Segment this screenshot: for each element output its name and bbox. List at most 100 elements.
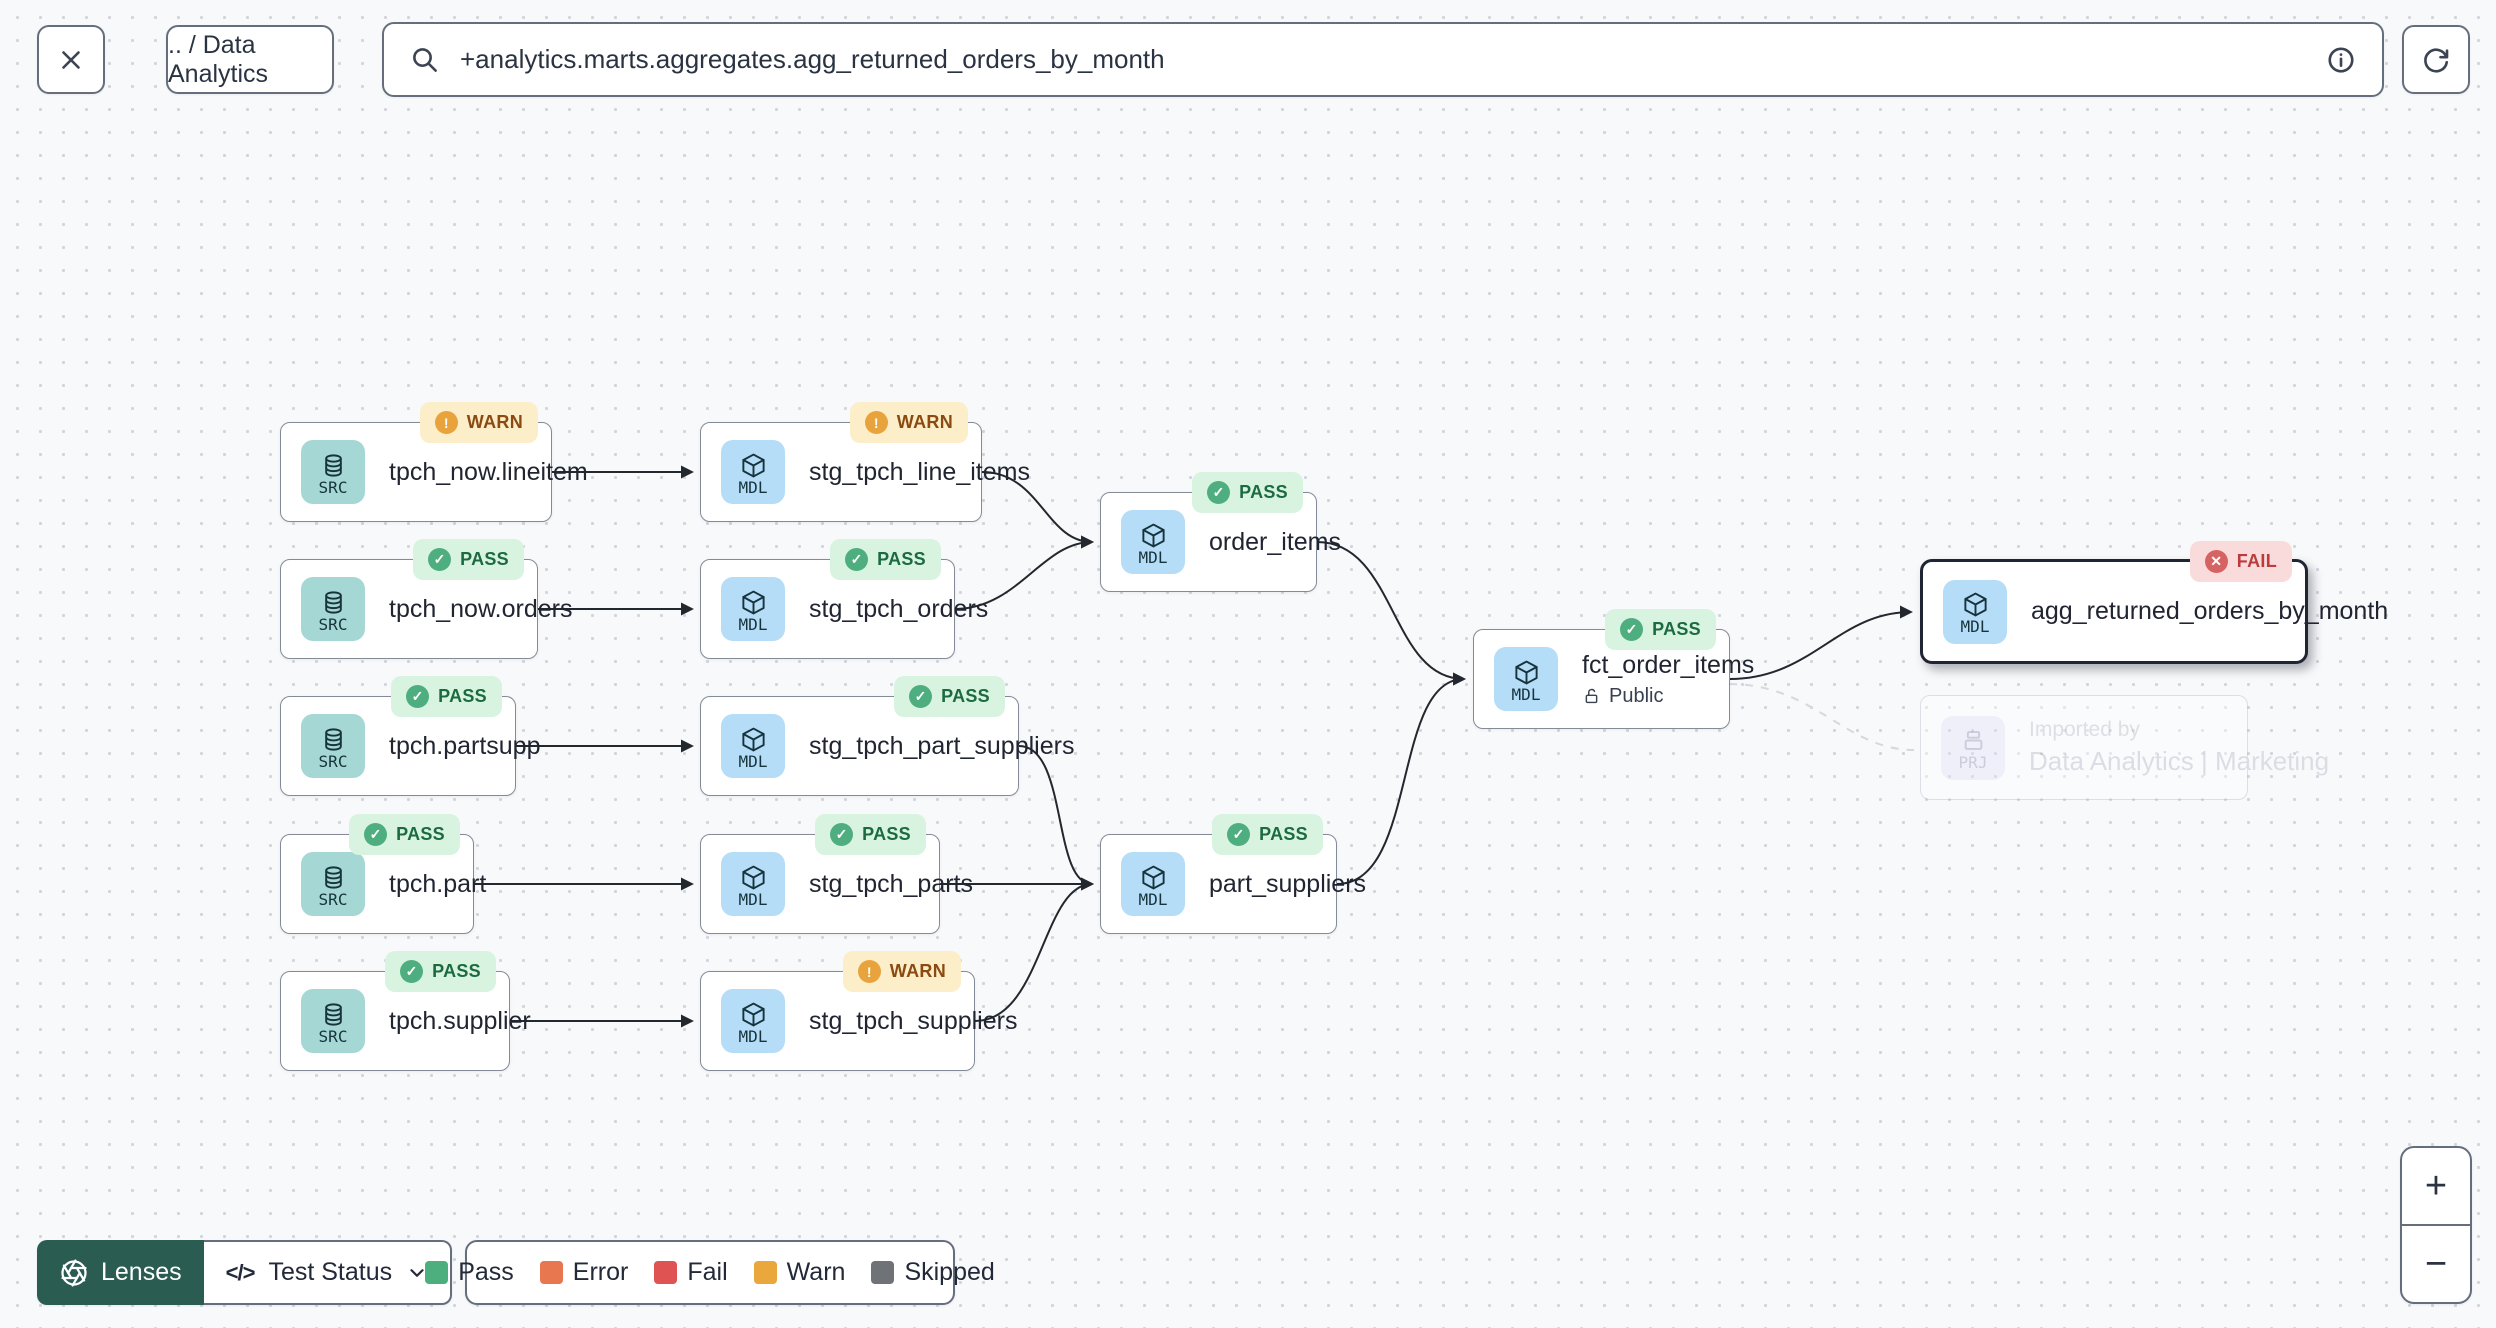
status-badge: ✓ PASS	[349, 814, 460, 855]
database-icon	[320, 864, 347, 891]
lens-selector[interactable]: </> Test Status	[203, 1240, 453, 1305]
node-stg-tpch-parts[interactable]: ✓ PASS MDL stg_tpch_parts	[700, 814, 973, 934]
badge-label: PASS	[396, 824, 445, 844]
legend-label: Skipped	[904, 1258, 995, 1286]
zoom-out-button[interactable]: −	[2424, 1242, 2448, 1285]
access-label: Public	[1609, 684, 1664, 707]
warn-icon: !	[864, 411, 888, 434]
legend-label: Pass	[458, 1258, 514, 1286]
model-type-chip: MDL	[1121, 510, 1185, 574]
node-label: stg_tpch_part_suppliers	[809, 731, 1075, 760]
status-badge: ✓ PASS	[1212, 814, 1323, 855]
status-badge: ! WARN	[419, 402, 538, 443]
badge-label: WARN	[896, 412, 953, 432]
pass-icon: ✓	[1620, 618, 1644, 641]
node-type-label: PRJ	[1958, 753, 1988, 772]
status-badge: ! WARN	[849, 402, 968, 443]
status-badge: ✓ PASS	[815, 814, 926, 855]
cube-icon	[740, 864, 767, 891]
node-imported-by-project[interactable]: PRJ Imported by Data Analytics | Marketi…	[1920, 695, 2329, 800]
search-input[interactable]: +analytics.marts.aggregates.agg_returned…	[460, 44, 1165, 74]
edge-fct-to-imported-project	[1728, 683, 1915, 751]
warn-icon: !	[857, 960, 881, 983]
pass-icon: ✓	[428, 548, 452, 571]
pass-icon: ✓	[406, 685, 430, 708]
node-stg-tpch-part-suppliers[interactable]: ✓ PASS MDL stg_tpch_part_suppliers	[700, 676, 1074, 796]
zoom-in-button[interactable]: +	[2402, 1148, 2470, 1226]
pass-icon: ✓	[364, 823, 388, 846]
node-agg-returned-orders-by-month[interactable]: ✕ FAIL MDL agg_returned_orders_by_month	[1920, 541, 2388, 664]
lens-selected-label: Test Status	[268, 1258, 393, 1286]
pass-icon: ✓	[830, 823, 854, 846]
node-label: stg_tpch_suppliers	[809, 1006, 1018, 1035]
node-label: fct_order_items	[1582, 650, 1755, 679]
badge-label: PASS	[862, 824, 911, 844]
legend-label: Fail	[687, 1258, 728, 1286]
lineage-search-bar[interactable]: +analytics.marts.aggregates.agg_returned…	[382, 22, 2384, 97]
node-type-label: MDL	[1138, 547, 1168, 567]
chevron-down-icon	[410, 1268, 424, 1277]
node-type-label: MDL	[738, 1026, 768, 1046]
skipped-swatch	[871, 1261, 895, 1284]
model-type-chip: MDL	[1121, 852, 1185, 916]
node-stg-tpch-orders[interactable]: ✓ PASS MDL stg_tpch_orders	[700, 539, 988, 659]
model-type-chip: MDL	[1494, 647, 1558, 711]
badge-label: PASS	[460, 549, 509, 569]
node-tpch-now-lineitem[interactable]: ! WARN SRC tpch_now.lineitem	[280, 402, 588, 522]
node-stg-tpch-suppliers[interactable]: ! WARN MDL stg_tpch_suppliers	[700, 951, 1017, 1071]
badge-label: PASS	[1652, 619, 1701, 639]
test-status-legend: Pass Error Fail Warn Skipped	[425, 1240, 995, 1305]
search-icon	[413, 47, 437, 72]
status-badge: ✓ PASS	[1192, 472, 1303, 513]
node-fct-order-items[interactable]: ✓ PASS MDL fct_order_items Public	[1473, 609, 1754, 729]
warn-icon: !	[434, 411, 458, 434]
node-stg-tpch-line-items[interactable]: ! WARN MDL stg_tpch_line_items	[700, 402, 1030, 522]
edge-stgpartsup-partsuppliers	[1018, 745, 1094, 891]
legend-label: Warn	[786, 1258, 846, 1286]
node-label: tpch_now.orders	[389, 594, 573, 623]
refresh-button[interactable]	[2402, 25, 2470, 94]
legend-item-pass: Pass	[425, 1258, 514, 1287]
code-icon: </>	[225, 1259, 256, 1285]
status-badge: ✓ PASS	[413, 539, 524, 580]
status-badge: ✓ PASS	[894, 676, 1005, 717]
breadcrumb-button[interactable]: .. / Data Analytics	[166, 25, 334, 94]
close-icon	[62, 50, 80, 69]
source-type-chip: SRC	[301, 714, 365, 778]
imported-by-projects: Data Analytics | Marketing	[2029, 746, 2330, 776]
node-tpch-supplier[interactable]: ✓ PASS SRC tpch.supplier	[280, 951, 531, 1071]
cube-icon	[740, 1001, 767, 1028]
info-icon[interactable]	[2326, 45, 2356, 75]
node-order-items[interactable]: ✓ PASS MDL order_items	[1100, 472, 1341, 592]
close-button[interactable]	[37, 25, 105, 94]
edge-orderitems-fct	[1316, 541, 1466, 686]
node-tpch-partsupp[interactable]: ✓ PASS SRC tpch.partsupp	[280, 676, 541, 796]
status-badge: ✓ PASS	[1605, 609, 1716, 650]
node-tpch-now-orders[interactable]: ✓ PASS SRC tpch_now.orders	[280, 539, 572, 659]
edge-fct-agg	[1729, 605, 1913, 680]
lenses-button[interactable]: Lenses	[37, 1240, 204, 1305]
pass-icon: ✓	[845, 548, 869, 571]
badge-label: PASS	[1259, 824, 1308, 844]
source-type-chip: SRC	[301, 577, 365, 641]
badge-label: WARN	[889, 961, 946, 981]
lenses-label: Lenses	[101, 1258, 182, 1286]
database-icon	[320, 726, 347, 753]
node-type-label: MDL	[738, 477, 768, 497]
node-type-label: MDL	[738, 889, 768, 909]
node-part-suppliers[interactable]: ✓ PASS MDL part_suppliers	[1100, 814, 1366, 934]
status-badge: ✓ PASS	[830, 539, 941, 580]
cube-icon	[740, 589, 767, 616]
status-badge: ! WARN	[842, 951, 961, 992]
edge-stgorders-orderitems	[954, 535, 1094, 610]
model-type-chip: MDL	[1943, 579, 2007, 644]
node-label: order_items	[1209, 527, 1341, 556]
badge-label: PASS	[941, 686, 990, 706]
node-label: part_suppliers	[1209, 869, 1367, 898]
node-tpch-part[interactable]: ✓ PASS SRC tpch.part	[280, 814, 486, 934]
warn-swatch	[753, 1261, 777, 1284]
edge-stgsuppliers-partsuppliers	[974, 877, 1094, 1022]
database-icon	[320, 589, 347, 616]
model-type-chip: MDL	[721, 577, 785, 641]
